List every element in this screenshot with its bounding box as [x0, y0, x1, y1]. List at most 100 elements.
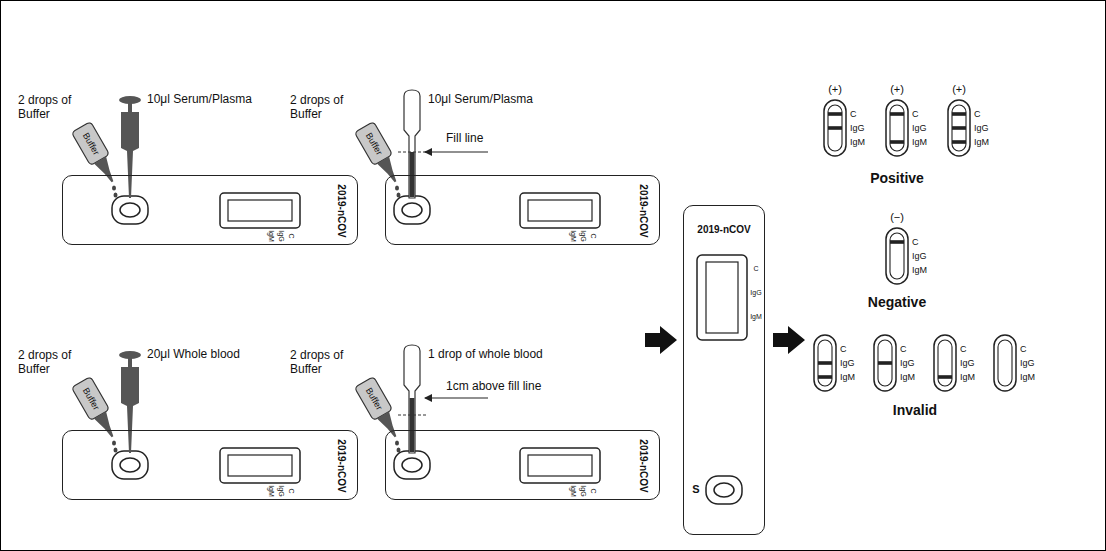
test-band: [890, 240, 904, 244]
result-strip: [890, 105, 904, 151]
line-label: IgM: [1020, 372, 1035, 382]
cassette-name: 2019-nCOV: [637, 439, 649, 492]
result-heading: Invalid: [893, 402, 937, 418]
result-strip: [828, 105, 842, 151]
line-label: IgG: [1020, 358, 1035, 368]
test-band: [952, 140, 966, 144]
line-label: IgG: [960, 358, 975, 368]
line-label: IgG: [912, 123, 927, 133]
micropipette: [119, 351, 141, 453]
sample-well-label: S: [692, 483, 699, 496]
line-label: C: [912, 109, 919, 119]
result-oval: [948, 100, 970, 156]
result-oval: [874, 335, 896, 391]
result-sign: (+): [828, 83, 842, 96]
test-band: [828, 126, 842, 130]
control-line-label: C: [287, 488, 295, 493]
line-label: IgG: [900, 358, 915, 368]
result-strip: [818, 340, 832, 386]
buffer-bottle: [71, 377, 122, 443]
sample-volume: 20μl Whole blood: [147, 348, 240, 362]
flow-arrow: [645, 326, 677, 354]
fill-line: [398, 152, 428, 153]
result-oval: [886, 228, 908, 284]
result-strip: [890, 233, 904, 279]
igm-line-label: IgM: [569, 230, 577, 242]
fill-note: Fill line: [446, 132, 483, 146]
test-band: [818, 375, 832, 379]
step-note: 2 drops of Buffer: [18, 349, 80, 377]
sample-well: [112, 451, 148, 479]
buffer-drops: [112, 185, 118, 197]
result-strip: [998, 340, 1012, 386]
igg-line-label: IgG: [579, 230, 587, 241]
sample-well: [394, 196, 430, 224]
result-oval: [824, 100, 846, 156]
igg-line-label: IgG: [277, 485, 285, 496]
test-band: [952, 112, 966, 116]
line-label: C: [1020, 344, 1027, 354]
line-label: IgM: [960, 372, 975, 382]
line-label: C: [850, 109, 857, 119]
result-strip: [952, 105, 966, 151]
test-cassette: 2019-nCOVCIgGIgM: [385, 175, 660, 245]
step-note: 2 drops of Buffer: [18, 94, 80, 122]
fill-line: [398, 415, 428, 416]
sample-volume: 1 drop of whole blood: [428, 348, 543, 362]
buffer-bottle: [71, 122, 122, 188]
test-strip: [706, 262, 738, 333]
result-sign: (+): [890, 83, 904, 96]
result-sign: (−): [890, 211, 904, 224]
result-window: [697, 255, 747, 340]
result-examples: [814, 100, 1016, 391]
dropper: [404, 90, 420, 198]
pointer-arrow: [425, 151, 488, 152]
dropper-liquid: [410, 398, 415, 452]
sample-volume: 10μl Serum/Plasma: [147, 93, 252, 107]
result-sign: (+): [952, 83, 966, 96]
test-band: [828, 112, 842, 116]
igm-line-label: IgM: [267, 230, 275, 242]
line-label: IgM: [912, 137, 927, 147]
test-band: [890, 112, 904, 116]
result-heading: Positive: [870, 170, 924, 186]
result-window: [520, 193, 600, 228]
test-cassette: 2019-nCOVCIgGIgM: [62, 430, 358, 500]
sample-well: [112, 196, 148, 224]
line-label: C: [840, 344, 847, 354]
result-oval: [934, 335, 956, 391]
line-label: IgM: [900, 372, 915, 382]
line-label: IgM: [850, 137, 865, 147]
test-band: [952, 126, 966, 130]
igg-line-label: IgG: [579, 485, 587, 496]
result-window: [220, 448, 300, 483]
line-label: C: [960, 344, 967, 354]
test-cassette: 2019-nCOVCIgGIgM: [62, 175, 358, 245]
flow-arrow: [773, 326, 805, 354]
cassette-name: 2019-nCOV: [697, 224, 750, 236]
test-band: [938, 375, 952, 379]
igm-line-label: IgM: [750, 313, 762, 321]
test-cassette: 2019-nCOVCIgGIgM: [385, 430, 660, 500]
line-label: IgM: [974, 137, 989, 147]
buffer-bottle: [354, 377, 405, 443]
test-cassette: 2019-nCOVCIgGIgMS: [683, 205, 765, 535]
result-window: [220, 193, 300, 228]
line-label: C: [974, 109, 981, 119]
result-strip: [938, 340, 952, 386]
test-band: [890, 140, 904, 144]
igm-line-label: IgM: [267, 485, 275, 497]
fill-note: 1cm above fill line: [446, 380, 541, 394]
control-line-label: C: [589, 488, 597, 493]
cassette-name: 2019-nCOV: [637, 184, 649, 237]
line-label: IgM: [912, 265, 927, 275]
line-label: C: [900, 344, 907, 354]
line-label: IgM: [840, 372, 855, 382]
result-strip: [878, 340, 892, 386]
buffer-drops: [112, 440, 118, 452]
sample-well: [706, 476, 742, 504]
sample-volume: 10μl Serum/Plasma: [428, 93, 533, 107]
